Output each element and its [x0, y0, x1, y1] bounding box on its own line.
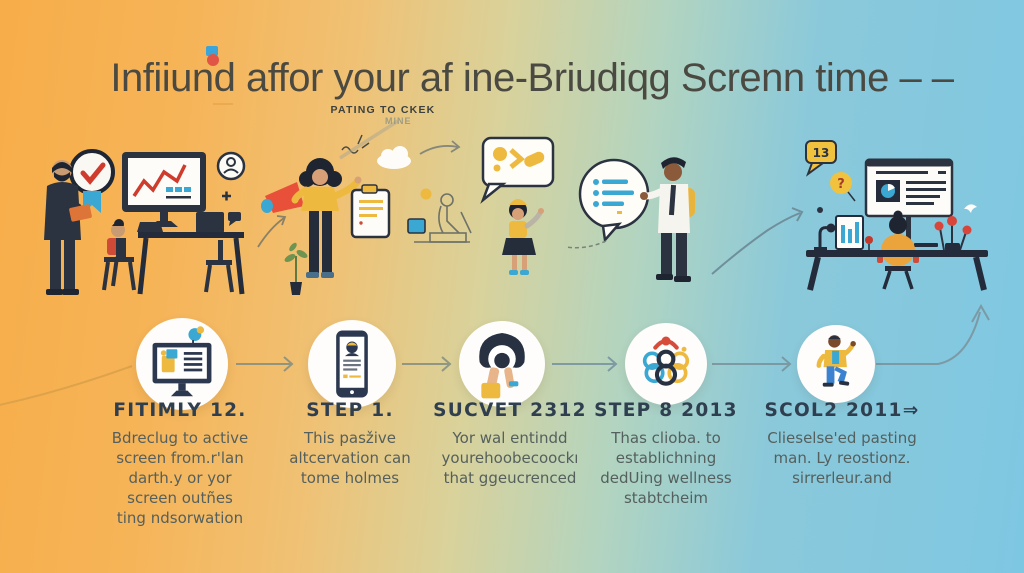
presenter-award-chart-scene: [44, 149, 246, 295]
plus-icon: [222, 191, 231, 201]
timeline-connector-arrows: [0, 119, 990, 406]
curved-arrow-icon: [419, 140, 461, 155]
notification-badge-icon: 13: [805, 140, 837, 177]
step-block-1: FITIMLY 12. Bdreclug to active screen fr…: [88, 400, 272, 528]
title-marker-icon: [205, 46, 219, 72]
step-block-3: SUCVET 2312 Yor wal entindd yourehoobeco…: [418, 400, 602, 488]
cloud-icon: [377, 146, 411, 169]
step-body: Bdreclug to active screen from.r'lan dar…: [111, 429, 249, 528]
dot-accent: [817, 207, 823, 213]
award-badge-icon: [69, 149, 115, 213]
walking-person-icon: [816, 335, 856, 387]
wellness-rings-icon: [642, 336, 690, 386]
person-holding-phone-icon: [479, 333, 525, 399]
bar-chart-board-icon: [835, 215, 864, 250]
announcement-woman-scene: [257, 134, 472, 295]
round-chat-bubble-icon: [565, 158, 650, 249]
step-body: Thas clioba. to establichning dedUing we…: [600, 429, 732, 508]
step-circle-4: [625, 323, 707, 405]
step-heading: SUCVET 2312: [433, 400, 587, 421]
chat-bubbles-scene: [480, 136, 804, 282]
smartphone-profile-icon: [336, 330, 368, 398]
speech-bubble-icon: [228, 212, 241, 226]
waving-girl-figure: [502, 199, 544, 275]
step-circle-3: [459, 321, 545, 407]
seated-child-figure: [102, 219, 136, 291]
desk-lamp-icon: [814, 223, 836, 250]
backpack-man-figure: [640, 157, 695, 282]
question-mark-text: ?: [837, 177, 845, 192]
arrow-4: [712, 356, 792, 372]
step-heading: STEP 1.: [306, 400, 394, 421]
notification-count: 13: [813, 146, 830, 160]
subtitle: PATING TO CKEK: [330, 104, 436, 116]
flowers-vase-icon: [934, 216, 972, 251]
step-heading: FITIMLY 12.: [113, 400, 247, 421]
megaphone-icon: [261, 182, 304, 213]
potted-plant-icon: [284, 242, 308, 295]
desk-table: [806, 250, 988, 291]
step-block-2: STEP 1. This pasžive altcervation can to…: [258, 400, 442, 488]
step-body: This pasžive altcervation can tome holme…: [289, 429, 411, 488]
step-circle-5: [797, 325, 875, 403]
person-avatar-icon: [216, 151, 246, 181]
step-heading: STEP 8 2013: [594, 400, 738, 421]
step-block-5: SCOL2 2011⇒ Clieselse'ed pasting man. Ly…: [750, 400, 934, 488]
arrow-1: [236, 356, 294, 372]
office-desk: [137, 212, 245, 295]
arrow-2: [402, 356, 452, 372]
question-mark-icon: ?: [830, 172, 856, 202]
step-body: Clieselse'ed pasting man. Ly reostionz. …: [767, 429, 917, 488]
sketch-figures: [407, 188, 472, 243]
rect-speech-bubble-icon: [480, 136, 555, 204]
line-chart-monitor-icon: [122, 152, 206, 227]
title-underline: [213, 103, 233, 105]
presenter-figure: [44, 160, 92, 295]
arrow-3: [552, 356, 618, 372]
gray-curved-arrow-icon: [711, 207, 804, 275]
watermark-text: MINE: [385, 116, 412, 126]
bird-icon: [964, 204, 977, 213]
step-circle-1: [136, 318, 228, 410]
seated-worker-figure: [877, 210, 919, 290]
clipboard-icon: [350, 184, 391, 239]
small-up-arrow: [257, 215, 287, 248]
sketch-arrow: [339, 119, 399, 160]
timeline-exit-arrow: [876, 303, 990, 365]
browser-window-icon: [864, 158, 954, 247]
step-circle-2: [308, 320, 396, 408]
page-title: Infiiund affor your af ine-Briudiqg Scre…: [110, 56, 954, 100]
step-body: Yor wal entindd yourehoobecoockı that gg…: [441, 429, 579, 488]
step-block-4: STEP 8 2013 Thas clioba. to establichnin…: [574, 400, 758, 508]
timeline-entry-curve: [0, 365, 133, 406]
wine-glass-icon: [865, 236, 873, 250]
desktop-checklist-icon: [152, 326, 212, 397]
step-heading: SCOL2 2011⇒: [764, 400, 920, 421]
announcer-woman-figure: [291, 158, 362, 278]
workstation-desk-scene: 13 ?: [805, 140, 988, 291]
